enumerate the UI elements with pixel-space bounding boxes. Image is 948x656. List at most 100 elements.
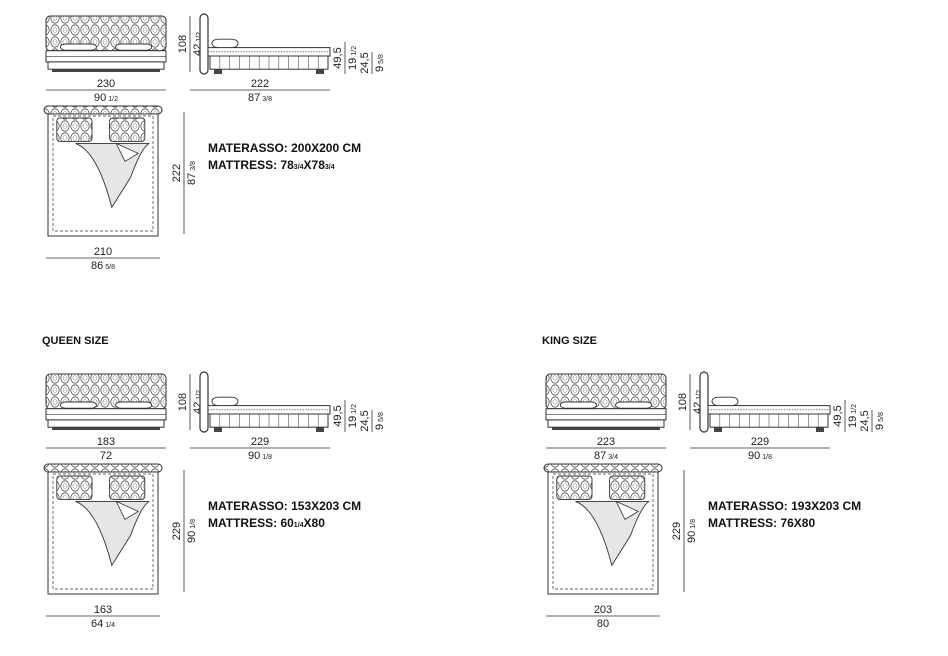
mattress-spec-it: MATERASSO: 200X200 CM [208, 141, 361, 155]
dimension-cm: 49,5 [832, 405, 844, 426]
dimension-inch: 901/8 [186, 519, 198, 543]
inch-whole: 86 [91, 260, 103, 272]
inch-whole: 72 [100, 450, 112, 462]
headboard-side [199, 13, 209, 75]
inch-fraction: 1/8 [190, 519, 197, 529]
pillow-left [59, 401, 97, 409]
inch-fraction: 1/2 [108, 96, 118, 103]
pillow-right [615, 401, 653, 409]
foot-back [316, 427, 324, 432]
pillow-top-right [109, 117, 146, 142]
headboard-top [43, 463, 163, 473]
dimension-cm: 24,5 [859, 410, 871, 431]
mattress-spec-en: MATTRESS: 783/4X783/4 [208, 158, 335, 172]
dimension-inch: 873/8 [186, 161, 198, 185]
dimension-cm: 49,5 [332, 405, 344, 426]
dimension-cm: 49,5 [332, 47, 344, 68]
inch-whole: 19 [847, 416, 859, 428]
inch-fraction: 1/2 [351, 46, 358, 56]
dimension-inch: 80 [597, 618, 609, 630]
inch-fraction: 1/2 [851, 404, 858, 414]
foot-back [816, 427, 824, 432]
mattress-spec-en: MATTRESS: 76X80 [708, 516, 815, 530]
pillow-right [115, 43, 153, 51]
inch-fraction: 1/8 [262, 454, 272, 461]
inch-whole: 9 [874, 424, 886, 430]
dimension-inch: 95/8 [374, 412, 386, 430]
pillow-right [115, 401, 153, 409]
pillow-side [711, 396, 739, 407]
section-title: QUEEN SIZE [42, 335, 109, 347]
inch-fraction: 5/8 [378, 54, 385, 64]
dimension-cm: 24,5 [359, 410, 371, 431]
inch-fraction: 1/4 [105, 622, 115, 629]
inch-whole: 80 [597, 618, 609, 630]
sheet-fold [615, 500, 640, 520]
spec-part: MATTRESS: 76X80 [708, 516, 815, 530]
headboard-top [543, 463, 663, 473]
section-standard: 230901/2108421/2222873/849,5191/224,595/… [43, 13, 386, 272]
spec-part: X78 [304, 158, 326, 172]
section-title: KING SIZE [542, 335, 597, 347]
inch-whole: 87 [186, 173, 198, 185]
bed-feet [52, 427, 160, 430]
inch-fraction: 5/8 [105, 264, 115, 271]
dimension-cm: 222 [171, 164, 183, 182]
bed-feet [552, 427, 660, 430]
inch-fraction: 1/2 [351, 404, 358, 414]
folded-blanket [75, 142, 150, 209]
spec-part: MATTRESS: 60 [208, 516, 294, 530]
inch-whole: 87 [248, 92, 260, 104]
inch-whole: 90 [686, 531, 698, 543]
dimension-cm: 183 [97, 436, 115, 448]
dimension-cm: 163 [94, 604, 112, 616]
dimension-inch: 191/2 [347, 404, 359, 428]
inch-whole: 90 [94, 92, 106, 104]
headboard-side [199, 371, 209, 433]
inch-whole: 90 [186, 531, 198, 543]
dimension-cm: 24,5 [359, 52, 371, 73]
spec-part: 3/4 [294, 164, 304, 171]
pillow-top-right [109, 475, 146, 500]
foot-front [214, 427, 222, 432]
dimension-cm: 108 [177, 35, 189, 53]
dimension-inch: 95/8 [874, 412, 886, 430]
inch-fraction: 5/8 [378, 412, 385, 422]
dimension-cm: 222 [251, 78, 269, 90]
sheet-fold [115, 500, 140, 520]
dimension-cm: 230 [97, 78, 115, 90]
spec-part: MATTRESS: 78 [208, 158, 294, 172]
inch-whole: 90 [248, 450, 260, 462]
folded-blanket [575, 500, 650, 567]
inch-fraction: 1/8 [690, 519, 697, 529]
dimension-inch: 72 [100, 450, 112, 462]
inch-whole: 19 [347, 58, 359, 70]
bed-base-front [547, 419, 665, 428]
dimension-cm: 203 [594, 604, 612, 616]
spec-part: 3/4 [325, 164, 335, 171]
inch-fraction: 3/8 [262, 96, 272, 103]
dimension-cm: 108 [677, 393, 689, 411]
dimension-inch: 901/8 [686, 519, 698, 543]
inch-whole: 9 [374, 424, 386, 430]
bed-base-front [47, 419, 165, 428]
dimension-cm: 108 [177, 393, 189, 411]
dimension-cm: 229 [251, 436, 269, 448]
inch-whole: 87 [594, 450, 606, 462]
inch-fraction: 3/8 [190, 161, 197, 171]
sheet-fold [115, 142, 140, 162]
inch-fraction: 1/8 [762, 454, 772, 461]
pillow-top-left [556, 475, 593, 500]
folded-blanket [75, 500, 150, 567]
section-queen: QUEEN SIZE18372108421/2229901/849,5191/2… [42, 335, 386, 630]
pillow-left [559, 401, 597, 409]
pillow-side [211, 396, 239, 407]
mattress-spec-it: MATERASSO: 193X203 CM [708, 499, 861, 513]
pillow-top-right [609, 475, 646, 500]
